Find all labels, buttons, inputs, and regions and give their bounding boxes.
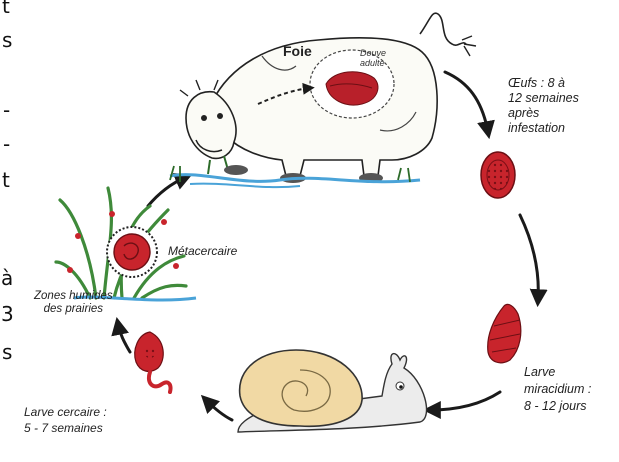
snail-illustration [238, 350, 427, 432]
label-larve-cercaire: Larve cercaire : 5 - 7 semaines [24, 404, 107, 436]
label-zones-line-1: Zones humides [34, 290, 113, 303]
label-oeufs-line-1: Œufs : 8 à [508, 76, 579, 91]
label-miracidium-line-2: miracidium : [524, 381, 591, 398]
edge-fragment: - [3, 96, 10, 124]
arrow-miracidium-to-snail [430, 392, 500, 410]
cow-hoof-front [224, 165, 248, 175]
snail-shell [240, 350, 363, 426]
cercaire-illustration [135, 332, 171, 392]
cow-tail [420, 13, 466, 45]
label-zones-humides: Zones humides des prairies [34, 290, 113, 316]
cercaire-tail [149, 372, 171, 392]
label-zones-line-2: des prairies [34, 303, 113, 316]
arrow-cercaire-to-zones [118, 324, 130, 352]
label-douve: Douve adulte [360, 48, 386, 68]
egg-illustration [481, 152, 515, 198]
edge-fragment: à [1, 264, 13, 292]
cow-illustration [170, 13, 476, 187]
label-foie: Foie [283, 44, 312, 59]
edge-fragment: t [2, 166, 10, 194]
label-larve-miracidium: Larve miracidium : 8 - 12 jours [524, 364, 591, 415]
metacercaire-cyst [114, 234, 150, 270]
label-cercaire-line-2: 5 - 7 semaines [24, 420, 107, 436]
label-cercaire-line-1: Larve cercaire : [24, 404, 107, 420]
label-oeufs: Œufs : 8 à 12 semaines après infestation [508, 76, 579, 136]
label-oeufs-line-3: après [508, 106, 579, 121]
edge-fragment: s [2, 26, 12, 54]
label-douve-line-2: adulte [360, 58, 386, 68]
miracidium [488, 304, 521, 362]
arrow-eggs-to-miracidium [520, 215, 538, 300]
label-oeufs-line-2: 12 semaines [508, 91, 579, 106]
label-metacercaire: Métacercaire [168, 244, 237, 259]
label-douve-line-1: Douve [360, 48, 386, 58]
label-oeufs-line-4: infestation [508, 121, 579, 136]
arrow-cow-to-eggs [445, 72, 488, 132]
arrow-snail-to-cercaire [206, 400, 232, 420]
label-miracidium-line-1: Larve [524, 364, 591, 381]
miracidium-illustration [488, 304, 521, 362]
label-miracidium-line-3: 8 - 12 jours [524, 398, 591, 415]
edge-fragment: - [3, 130, 10, 158]
edge-fragment: s [2, 338, 12, 366]
edge-fragment: t [2, 0, 10, 20]
edge-fragment: 3 [1, 300, 14, 328]
